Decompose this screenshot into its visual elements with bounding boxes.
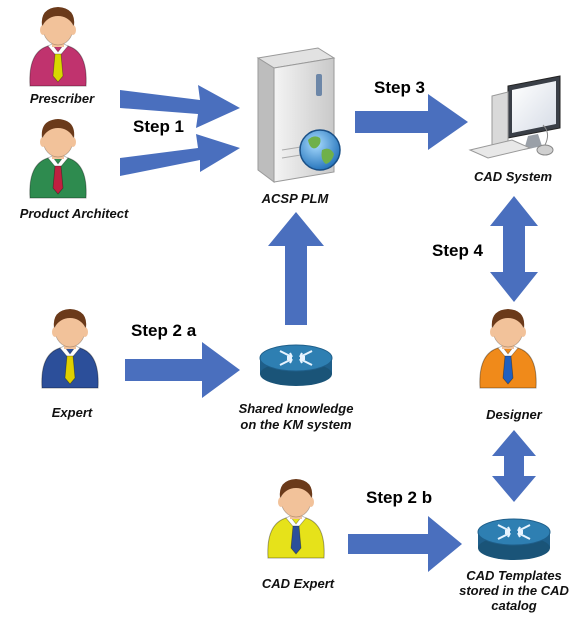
arrows [120,85,538,572]
step-3-label: Step 3 [374,78,426,97]
expert-person-icon [41,309,99,389]
step-2b-label: Step 2 b [366,488,433,507]
prescriber-person-icon [29,7,87,87]
km-system-label-line2: on the KM system [240,417,352,432]
globe-icon [299,129,341,171]
step-4-label: Step 4 [432,241,484,260]
product-architect-person-icon [29,119,87,199]
step-2a-label: Step 2 a [131,321,197,340]
km-system-router-icon [259,344,333,386]
cad-templates-label-line2: stored in the CAD [459,583,569,598]
cad-templates-label-line3: catalog [491,598,537,613]
step-1-label: Step 1 [133,117,185,136]
computer-workstation-icon [468,75,561,159]
expert-label: Expert [51,405,93,420]
arrow-designer-templates [492,430,536,502]
arrow-prescriber-to-plm [120,85,240,128]
cad-system-label: CAD System [473,169,553,184]
arrow-cad-system-designer [490,196,538,302]
arrow-cad-expert-to-templates [348,516,462,572]
acsp-plm-label: ACSP PLM [261,191,329,206]
cad-templates-router-icon [477,518,551,560]
km-system-label-line1: Shared knowledge [238,401,354,416]
arrow-expert-to-km [125,342,240,398]
arrow-plm-to-cad-system [355,94,468,150]
product-architect-label: Product Architect [19,206,129,221]
arrow-architect-to-plm [120,134,240,176]
arrow-km-to-plm [268,212,324,325]
designer-person-icon [479,309,537,389]
designer-label: Designer [486,407,542,422]
cad-expert-label: CAD Expert [261,576,335,591]
cad-templates-label-line1: CAD Templates [466,568,562,583]
prescriber-label: Prescriber [29,91,95,106]
cad-expert-person-icon [267,479,325,559]
